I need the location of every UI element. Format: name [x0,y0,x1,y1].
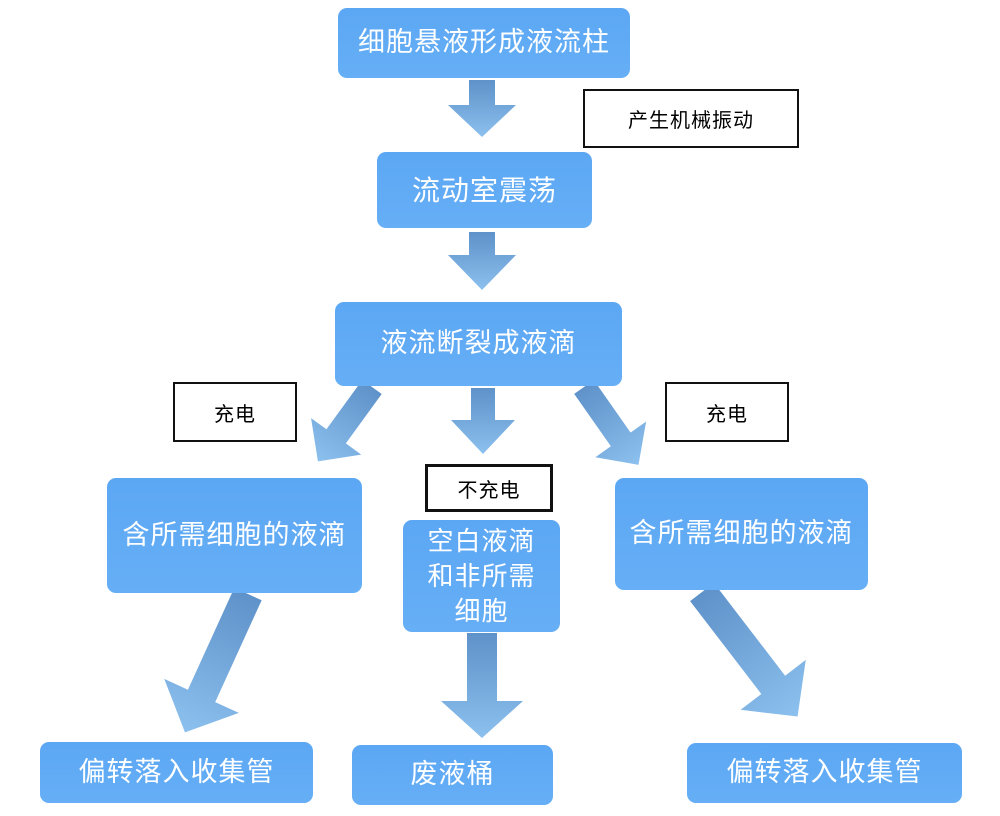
node-waste-bucket-label: 废液桶 [410,759,495,790]
arrow-chamber-to-breakup-icon [448,232,516,290]
node-blank-droplets: 空白液滴 和非所需 细胞 [403,520,560,632]
node-desired-cells-right-label: 含所需细胞的液滴 [629,518,854,549]
label-charge-right-text: 充电 [706,403,748,426]
label-charge-right: 充电 [665,382,789,442]
node-stream-breakup: 液流断裂成液滴 [335,302,622,386]
node-desired-cells-left: 含所需细胞的液滴 [107,478,362,593]
node-desired-cells-left-label: 含所需细胞的液滴 [122,519,347,550]
node-collect-right-label: 偏转落入收集管 [726,757,923,788]
arrow-right-to-collect-icon [690,582,806,717]
arrow-mid-to-waste-icon [441,633,523,738]
node-waste-bucket: 废液桶 [352,745,553,805]
arrow-top-to-chamber-icon [448,80,516,137]
node-blank-droplets-label: 空白液滴 和非所需 细胞 [427,525,536,626]
arrow-breakup-to-right-icon [574,380,647,465]
label-mechanical-vibration: 产生机械振动 [583,89,799,148]
label-no-charge: 不充电 [425,464,553,512]
label-no-charge-text: 不充电 [457,479,521,502]
node-flow-chamber: 流动室震荡 [377,152,592,228]
label-charge-left-text: 充电 [214,403,256,426]
node-flow-chamber-label: 流动室震荡 [411,174,557,206]
label-charge-left: 充电 [173,382,297,442]
node-stream-breakup-label: 液流断裂成液滴 [380,328,577,359]
arrow-breakup-to-mid-icon [451,388,515,454]
node-cell-suspension: 细胞悬液形成液流柱 [338,8,630,78]
label-mechanical-vibration-text: 产生机械振动 [628,110,754,132]
arrow-left-to-collect-icon [164,587,262,733]
node-collect-left: 偏转落入收集管 [40,742,313,803]
node-desired-cells-right: 含所需细胞的液滴 [615,478,868,590]
node-collect-right: 偏转落入收集管 [687,743,962,803]
node-cell-suspension-label: 细胞悬液形成液流柱 [358,27,610,58]
node-collect-left-label: 偏转落入收集管 [78,756,275,787]
